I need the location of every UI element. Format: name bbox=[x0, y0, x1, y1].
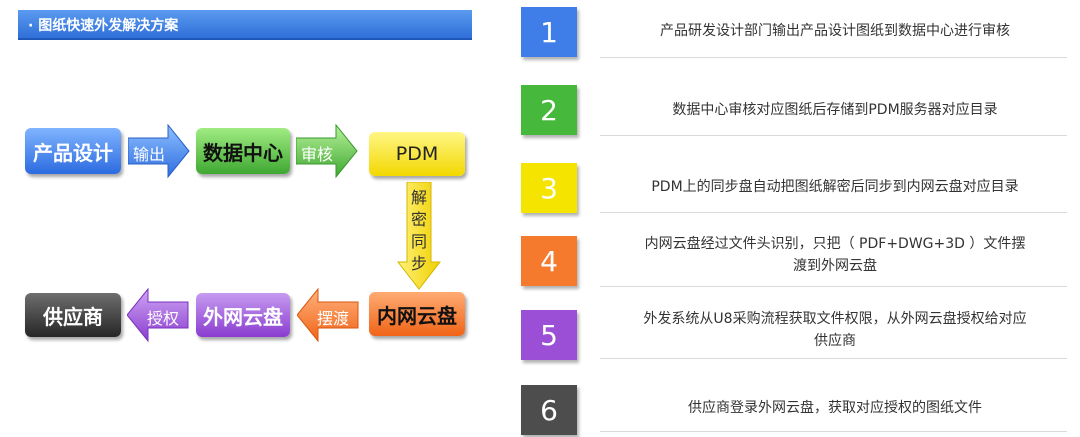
arrow-label-decrypt: 解 bbox=[411, 188, 428, 207]
section-banner: · 图纸快速外发解决方案 bbox=[18, 10, 472, 40]
divider bbox=[600, 358, 1067, 359]
arrow-output: 输出 bbox=[128, 124, 190, 178]
step-text: 数据中心审核对应图纸后存储到PDM服务器对应目录 bbox=[672, 102, 998, 118]
divider bbox=[600, 135, 1067, 136]
step-text: 供应商登录外网云盘，获取对应授权的图纸文件 bbox=[688, 400, 982, 416]
step-text: 内网云盘经过文件头识别，只把（ PDF+DWG+3D ）文件摆 渡到外网云盘 bbox=[644, 236, 1026, 274]
arrow-label-decrypt: 步 bbox=[411, 254, 428, 273]
section-title: · 图纸快速外发解决方案 bbox=[28, 18, 179, 34]
flow-box-data-center: 数据中心 bbox=[196, 128, 290, 174]
step-number-badge: 2 bbox=[521, 85, 577, 135]
arrow-review: 审核 bbox=[296, 124, 358, 178]
flow-box-intranet-cloud: 内网云盘 bbox=[369, 292, 465, 336]
step-number-badge: 5 bbox=[521, 310, 577, 360]
arrow-left-icon bbox=[127, 288, 189, 342]
flow-box-product-design: 产品设计 bbox=[25, 128, 121, 174]
step-number-badge: 4 bbox=[521, 236, 577, 286]
flow-box-supplier: 供应商 bbox=[25, 293, 121, 337]
arrow-label-decrypt: 密 bbox=[411, 210, 428, 229]
flow-box-extranet-cloud: 外网云盘 bbox=[196, 293, 290, 337]
arrow-decrypt-sync: 解 密 同 步 bbox=[397, 182, 441, 290]
arrow-right-icon bbox=[128, 124, 190, 178]
step-text: 产品研发设计部门输出产品设计图纸到数据中心进行审核 bbox=[660, 23, 1010, 39]
arrow-label-decrypt: 同 bbox=[411, 232, 428, 251]
step-number-badge: 3 bbox=[521, 163, 577, 213]
arrow-transfer: 摆渡 bbox=[297, 288, 359, 342]
arrow-authorize: 授权 bbox=[127, 288, 189, 342]
divider bbox=[600, 286, 1067, 287]
arrow-down-icon bbox=[397, 182, 441, 290]
step-text: 外发系统从U8采购流程获取文件权限，从外网云盘授权给对应 供应商 bbox=[643, 311, 1027, 349]
step-text: PDM上的同步盘自动把图纸解密后同步到内网云盘对应目录 bbox=[651, 179, 1019, 195]
arrow-label-authorize: 授权 bbox=[147, 309, 180, 328]
arrow-label-transfer: 摆渡 bbox=[317, 309, 350, 328]
divider bbox=[600, 57, 1067, 58]
arrow-label-output: 输出 bbox=[133, 145, 166, 164]
divider bbox=[600, 431, 1067, 432]
divider bbox=[600, 212, 1067, 213]
step-number-badge: 1 bbox=[521, 7, 577, 57]
arrow-left-icon bbox=[297, 288, 359, 342]
arrow-right-icon bbox=[296, 124, 358, 178]
arrow-label-review: 审核 bbox=[301, 145, 334, 164]
flow-box-pdm: PDM bbox=[369, 132, 465, 176]
step-number-badge: 6 bbox=[521, 385, 577, 435]
